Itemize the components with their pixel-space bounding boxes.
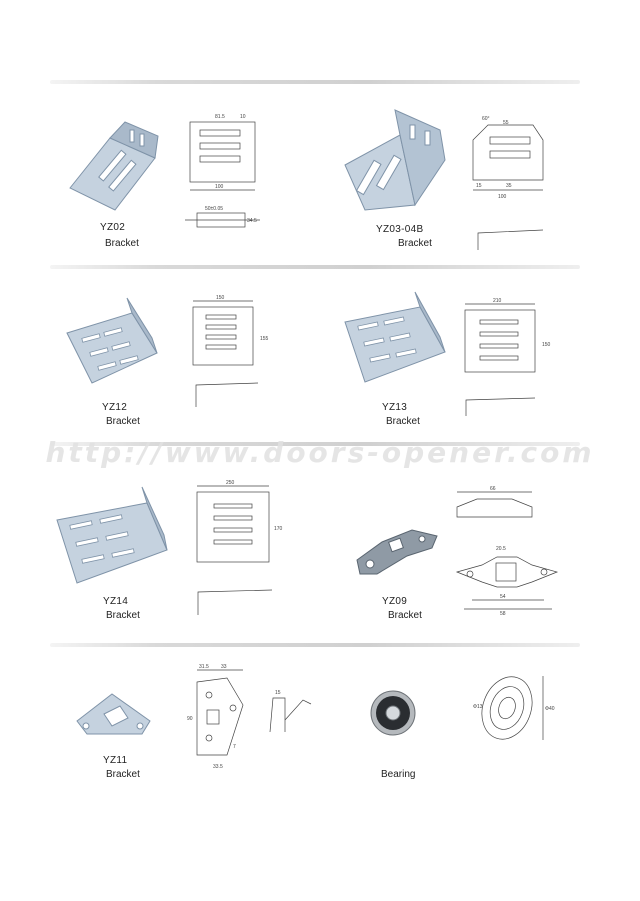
yz02-dim-h: 34.5 (247, 218, 257, 224)
yz02-dim-top2: 10 (240, 114, 246, 120)
yz03-dim-a: 15 (476, 183, 482, 189)
yz03-dim-b: 35 (506, 183, 512, 189)
yz13-dim-h: 150 (542, 342, 551, 348)
yz13-photo (344, 291, 446, 383)
bearing-drawing: Φ40 Φ13 (473, 676, 555, 740)
yz02-name: Bracket (105, 238, 139, 249)
yz03-photo (344, 109, 446, 211)
section-divider-2 (50, 265, 580, 269)
yz03-name: Bracket (398, 238, 432, 249)
yz09-drawing: 66 20.5 54 58 (455, 486, 559, 617)
yz11-dim-a: 31.5 (199, 664, 209, 670)
yz11-dim-b: 33 (221, 664, 227, 670)
yz14-name: Bracket (106, 610, 140, 621)
yz12-photo (66, 297, 158, 384)
yz02-photo (69, 121, 159, 211)
bearing-dim-d1: Φ40 (545, 706, 555, 712)
yz14-dim-width: 250 (226, 480, 235, 486)
yz12-name: Bracket (106, 416, 140, 427)
section-divider-1 (50, 80, 580, 84)
bearing-name: Bearing (381, 769, 416, 780)
watermark-url: http://www.doors-opener.com (45, 436, 595, 469)
bearing-dim-d2: Φ13 (473, 704, 483, 710)
yz12-code: YZ12 (102, 402, 128, 413)
yz09-dim-a: 54 (500, 594, 506, 600)
yz03-dim-width: 100 (498, 194, 507, 200)
section-divider-4 (50, 643, 580, 647)
yz11-dim-e: 33.5 (213, 764, 223, 770)
yz14-drawing: 250 170 (196, 480, 283, 615)
yz03-dim-top: 55 (503, 120, 509, 126)
yz03-drawing: 55 100 15 35 60° (472, 116, 544, 250)
yz12-dim-width: 150 (216, 295, 225, 301)
yz11-dim-c: 90 (187, 716, 193, 722)
yz13-name: Bracket (386, 416, 420, 427)
yz11-code: YZ11 (103, 755, 128, 766)
yz13-dim-width: 210 (493, 298, 502, 304)
yz09-photo (356, 529, 438, 575)
yz03-dim-angle: 60° (482, 116, 490, 122)
yz09-dim-b: 58 (500, 611, 506, 617)
yz02-dim-width: 100 (215, 184, 224, 190)
yz14-code: YZ14 (103, 596, 129, 607)
yz09-code: YZ09 (382, 596, 408, 607)
yz02-dim-top1: 81.5 (215, 114, 225, 120)
yz02-drawing: 100 81.5 10 50±0.05 34.5 (185, 114, 260, 228)
yz11-drawing: 31.5 33 90 7 33.5 15 (187, 664, 312, 770)
section-divider-3 (50, 442, 580, 446)
yz11-photo (76, 693, 151, 735)
yz13-drawing: 210 150 (464, 298, 551, 416)
bearing-photo (370, 690, 416, 736)
yz12-drawing: 150 155 (192, 295, 269, 407)
yz14-dim-h: 170 (274, 526, 283, 532)
yz09-dim-mid: 20.5 (496, 546, 506, 552)
yz14-photo (56, 486, 168, 584)
yz09-dim-top: 66 (490, 486, 496, 492)
yz12-dim-h: 155 (260, 336, 269, 342)
yz11-dim-d: 7 (233, 744, 236, 750)
yz13-code: YZ13 (382, 402, 408, 413)
yz03-code: YZ03-04B (376, 224, 424, 235)
yz11-dim-f: 15 (275, 690, 281, 696)
yz09-name: Bracket (388, 610, 422, 621)
yz02-code: YZ02 (100, 222, 126, 233)
yz02-dim-side: 50±0.05 (205, 206, 223, 212)
yz11-name: Bracket (106, 769, 140, 780)
